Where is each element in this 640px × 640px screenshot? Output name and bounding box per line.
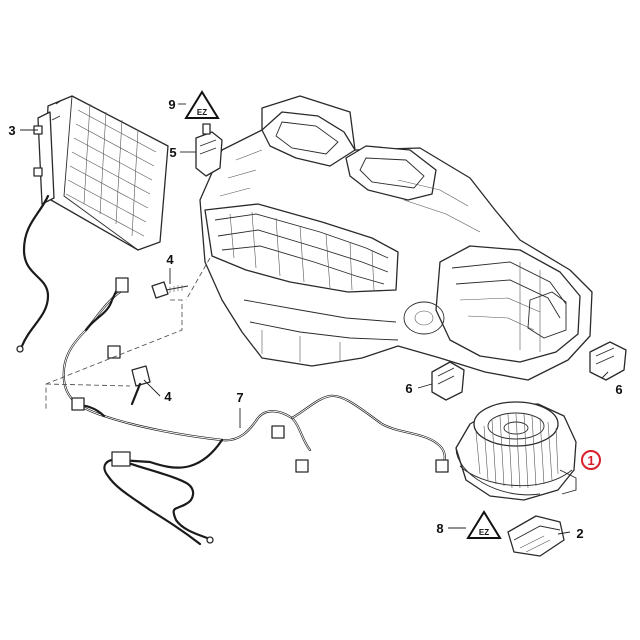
callout-9: 9 bbox=[168, 97, 175, 112]
actuator-part-6-right bbox=[589, 341, 627, 381]
callout-4-lower: 4 bbox=[164, 389, 172, 404]
callout-6-left: 6 bbox=[405, 381, 412, 396]
callout-1: 1 bbox=[587, 453, 594, 468]
screw-part-4-upper bbox=[151, 281, 189, 299]
heater-core-part-3 bbox=[16, 95, 169, 353]
callout-6-right: 6 bbox=[615, 382, 622, 397]
callout-2: 2 bbox=[576, 526, 583, 541]
temperature-sensor-part-4-lower bbox=[130, 365, 151, 406]
actuator-part-6-left bbox=[431, 361, 465, 401]
callout-4-upper: 4 bbox=[166, 252, 174, 267]
callout-1-highlight-ring bbox=[581, 450, 601, 470]
leader-lines bbox=[20, 103, 609, 535]
svg-text:EZ: EZ bbox=[479, 528, 489, 537]
warning-triangle-icon-lower: EZ bbox=[466, 510, 502, 539]
svg-text:EZ: EZ bbox=[197, 108, 207, 117]
callout-5: 5 bbox=[169, 145, 176, 160]
blower-motor-part-1 bbox=[455, 401, 577, 501]
heater-housing-assembly bbox=[199, 95, 593, 381]
blower-resistor-part-2 bbox=[507, 515, 565, 557]
callout-7: 7 bbox=[236, 390, 243, 405]
callout-8: 8 bbox=[436, 521, 443, 536]
servo-motor-part-5 bbox=[195, 123, 223, 177]
callout-labels: 1 2 3 4 4 5 6 6 7 8 9 bbox=[8, 97, 622, 541]
wiring-harness-part-7 bbox=[62, 277, 449, 546]
callout-3: 3 bbox=[8, 123, 15, 138]
warning-triangle-icon-upper: EZ bbox=[184, 90, 220, 119]
